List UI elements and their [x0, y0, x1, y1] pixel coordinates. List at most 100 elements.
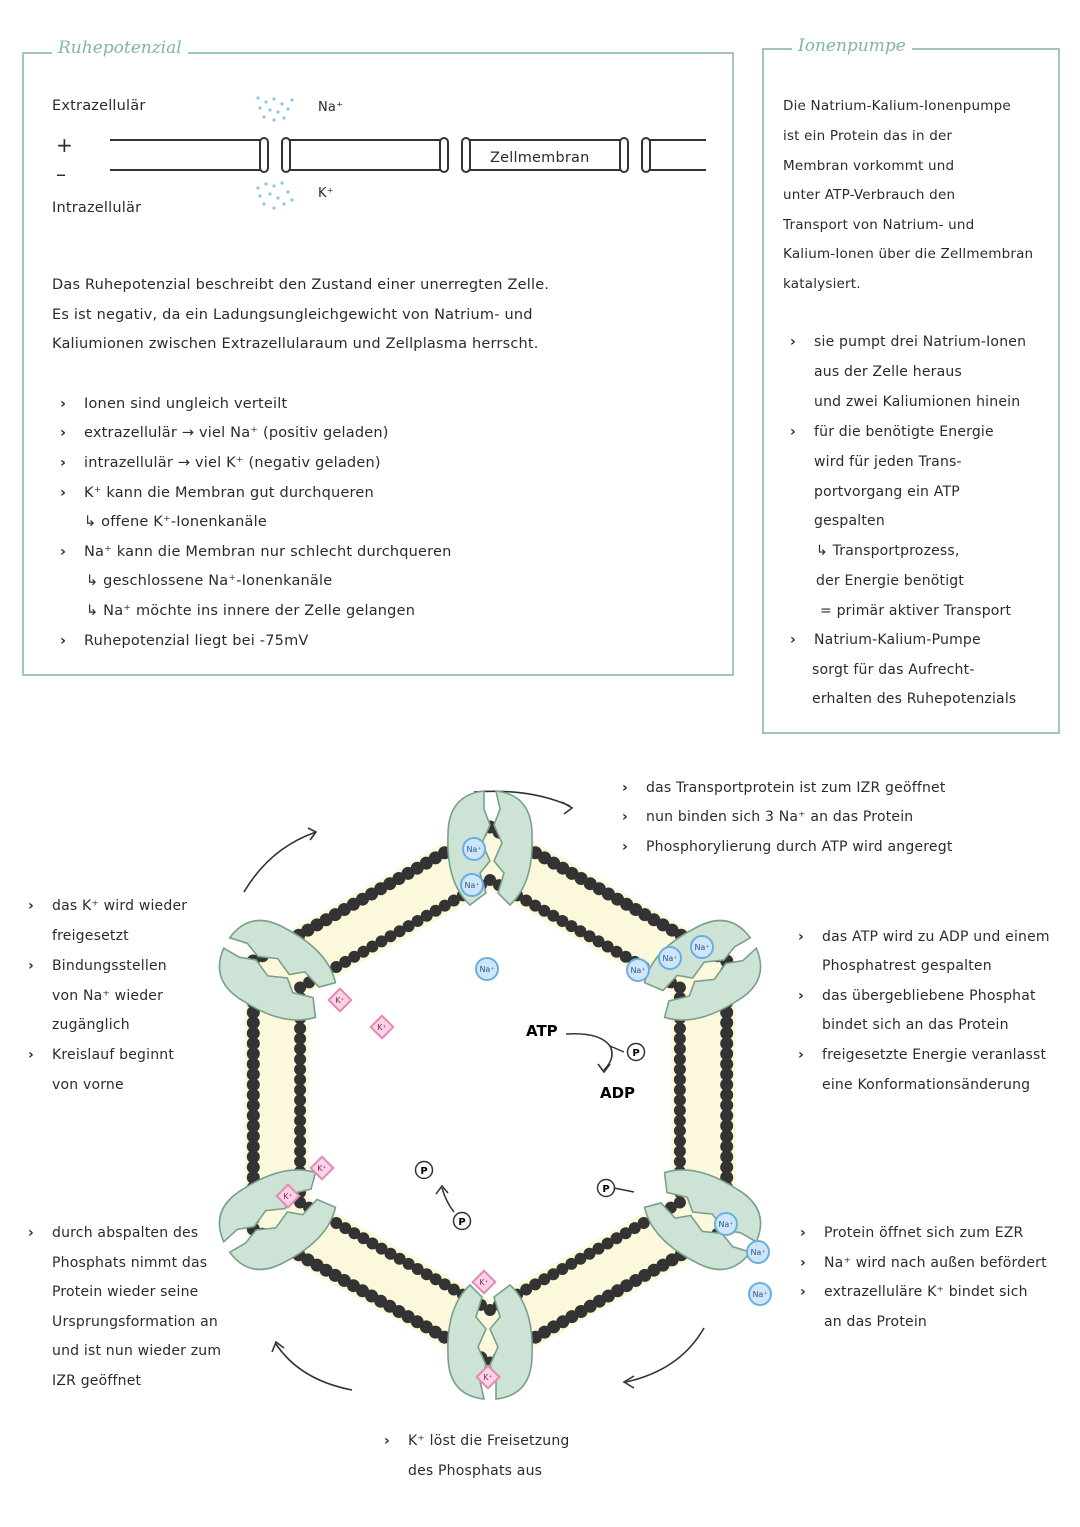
phosphate-link-right [614, 1188, 634, 1192]
cycle-left-6: Kreislauf beginnt [52, 1047, 174, 1064]
na-ion: Na⁺ [749, 1283, 771, 1305]
svg-text:Na⁺: Na⁺ [750, 1248, 765, 1257]
cycle-right-2: Phosphatrest gespalten [822, 958, 992, 975]
cycle-top-1: das Transportprotein ist zum IZR geöffne… [646, 780, 946, 797]
pumpe-line-2: aus der Zelle heraus [814, 364, 962, 381]
pumpe-intro-5: Transport von Natrium- und [783, 217, 974, 233]
pumpe-line-10: = primär aktiver Transport [820, 603, 1011, 620]
lipid-head [294, 1053, 306, 1065]
svg-text:K⁺: K⁺ [283, 1192, 292, 1201]
ruhe-para-1: Das Ruhepotenzial beschreibt den Zustand… [52, 277, 549, 294]
lipid-head [294, 1063, 306, 1075]
lipid-head [674, 1074, 686, 1086]
na-ion: Na⁺ [659, 947, 681, 969]
lipid-head [674, 1156, 686, 1168]
lipid-head [294, 1074, 306, 1086]
lipid-head [294, 1094, 306, 1106]
na-ion: Na⁺ [463, 838, 485, 860]
svg-text:Na⁺: Na⁺ [630, 966, 645, 975]
pumpe-intro-7: katalysiert. [783, 276, 861, 292]
lipid-head [294, 1084, 306, 1096]
na-ion: Na⁺ [476, 958, 498, 980]
minus-sign: – [56, 162, 66, 186]
lipid-head [674, 1135, 686, 1147]
svg-text:P: P [602, 1184, 609, 1195]
lipid-head [294, 1104, 306, 1116]
lipid-head [674, 1033, 686, 1045]
ruhe-bullet-4: K⁺ kann die Membran gut durchqueren [84, 485, 374, 502]
pumpe-line-12: sorgt für das Aufrecht- [812, 662, 975, 679]
svg-text:K⁺: K⁺ [479, 1278, 488, 1287]
cycle-bottom-2: des Phosphats aus [408, 1463, 542, 1480]
pumpe-line-13: erhalten des Ruhepotenzials [812, 691, 1016, 708]
ionenpumpe-title: Ionenpumpe [792, 36, 912, 56]
ruhe-sub-2: ↳ geschlossene Na⁺-Ionenkanäle [86, 573, 332, 590]
k-ion: K⁺ [371, 1016, 394, 1039]
cycle-right-6: eine Konformationsänderung [822, 1077, 1030, 1094]
na-ion: Na⁺ [715, 1213, 737, 1235]
pumpe-line-4: für die benötigte Energie [814, 424, 994, 441]
cycle-bl-6: IZR geöffnet [52, 1373, 141, 1390]
ruhe-bullet-6: Ruhepotenzial liegt bei -75mV [84, 633, 309, 650]
arrow-bottom-left [276, 1344, 352, 1390]
pumpe-line-9: der Energie benötigt [816, 573, 964, 590]
cycle-left-5: zugänglich [52, 1017, 130, 1034]
svg-text:Na⁺: Na⁺ [464, 881, 479, 890]
ruhe-sub-3: ↳ Na⁺ möchte ins innere der Zelle gelang… [86, 603, 415, 620]
zellmembran-label: Zellmembran [490, 150, 590, 167]
phosphate-bound-bottom: P [454, 1213, 471, 1230]
lipid-head [294, 1115, 306, 1127]
ruhe-bullet-1: Ionen sind ungleich verteilt [84, 396, 287, 413]
cycle-left-2: freigesetzt [52, 928, 129, 945]
cycle-bl-5: und ist nun wieder zum [52, 1343, 221, 1360]
lipid-head [674, 1023, 686, 1035]
cycle-br-2: Na⁺ wird nach außen befördert [824, 1255, 1047, 1272]
lipid-head [674, 1115, 686, 1127]
svg-text:Na⁺: Na⁺ [718, 1220, 733, 1229]
pumpe-line-1: sie pumpt drei Natrium-Ionen [814, 334, 1026, 351]
cycle-br-3: extrazelluläre K⁺ bindet sich [824, 1284, 1028, 1301]
na-ion: Na⁺ [747, 1241, 769, 1263]
svg-text:P: P [420, 1166, 427, 1177]
atp-arrow [566, 1034, 612, 1070]
ruhe-para-2: Es ist negativ, da ein Ladungsungleichge… [52, 307, 533, 324]
arrow-bottom-right [626, 1328, 704, 1382]
phosphate-bound-right: P [598, 1180, 615, 1197]
cycle-right-4: bindet sich an das Protein [822, 1017, 1009, 1034]
k-ion: K⁺ [473, 1271, 496, 1294]
lipid-head [294, 1145, 306, 1157]
cycle-right-5: freigesetzte Energie veranlasst [822, 1047, 1046, 1064]
cycle-left-4: von Na⁺ wieder [52, 988, 163, 1005]
cycle-top-2: nun binden sich 3 Na⁺ an das Protein [646, 809, 913, 826]
cycle-right-3: das übergebliebene Phosphat [822, 988, 1036, 1005]
cycle-left-3: Bindungsstellen [52, 958, 167, 975]
membrane-band [244, 817, 735, 1373]
pumpe-intro-4: unter ATP-Verbrauch den [783, 187, 955, 203]
lipid-head [674, 1043, 686, 1055]
plus-sign: + [56, 133, 73, 157]
lipid-head [294, 1023, 306, 1035]
phosphate-free: P [416, 1162, 433, 1179]
k-ion-cluster [256, 181, 293, 209]
svg-text:K⁺: K⁺ [317, 1164, 326, 1173]
cycle-bl-2: Phosphats nimmt das [52, 1255, 207, 1272]
pumpe-intro-2: ist ein Protein das in der [783, 128, 952, 144]
ruhe-para-3: Kaliumionen zwischen Extrazellularaum un… [52, 336, 539, 353]
cycle-left-7: von vorne [52, 1077, 124, 1094]
lipid-head [674, 1125, 686, 1137]
svg-text:P: P [458, 1217, 465, 1228]
lipid-head [294, 1043, 306, 1055]
pumpe-line-7: gespalten [814, 513, 885, 530]
cycle-bl-3: Protein wieder seine [52, 1284, 198, 1301]
lipid-head [674, 1063, 686, 1075]
svg-text:K⁺: K⁺ [483, 1373, 492, 1382]
svg-text:K⁺: K⁺ [335, 996, 344, 1005]
ruhe-sub-1: ↳ offene K⁺-Ionenkanäle [84, 514, 267, 531]
cycle-br-4: an das Protein [824, 1314, 927, 1331]
lipid-head [674, 1053, 686, 1065]
membrane-ring [244, 817, 735, 1373]
ruhepotenzial-title: Ruhepotenzial [52, 38, 188, 58]
arrowhead-top [562, 802, 572, 814]
arrow-top-left [244, 832, 316, 892]
lipid-head [294, 1125, 306, 1137]
